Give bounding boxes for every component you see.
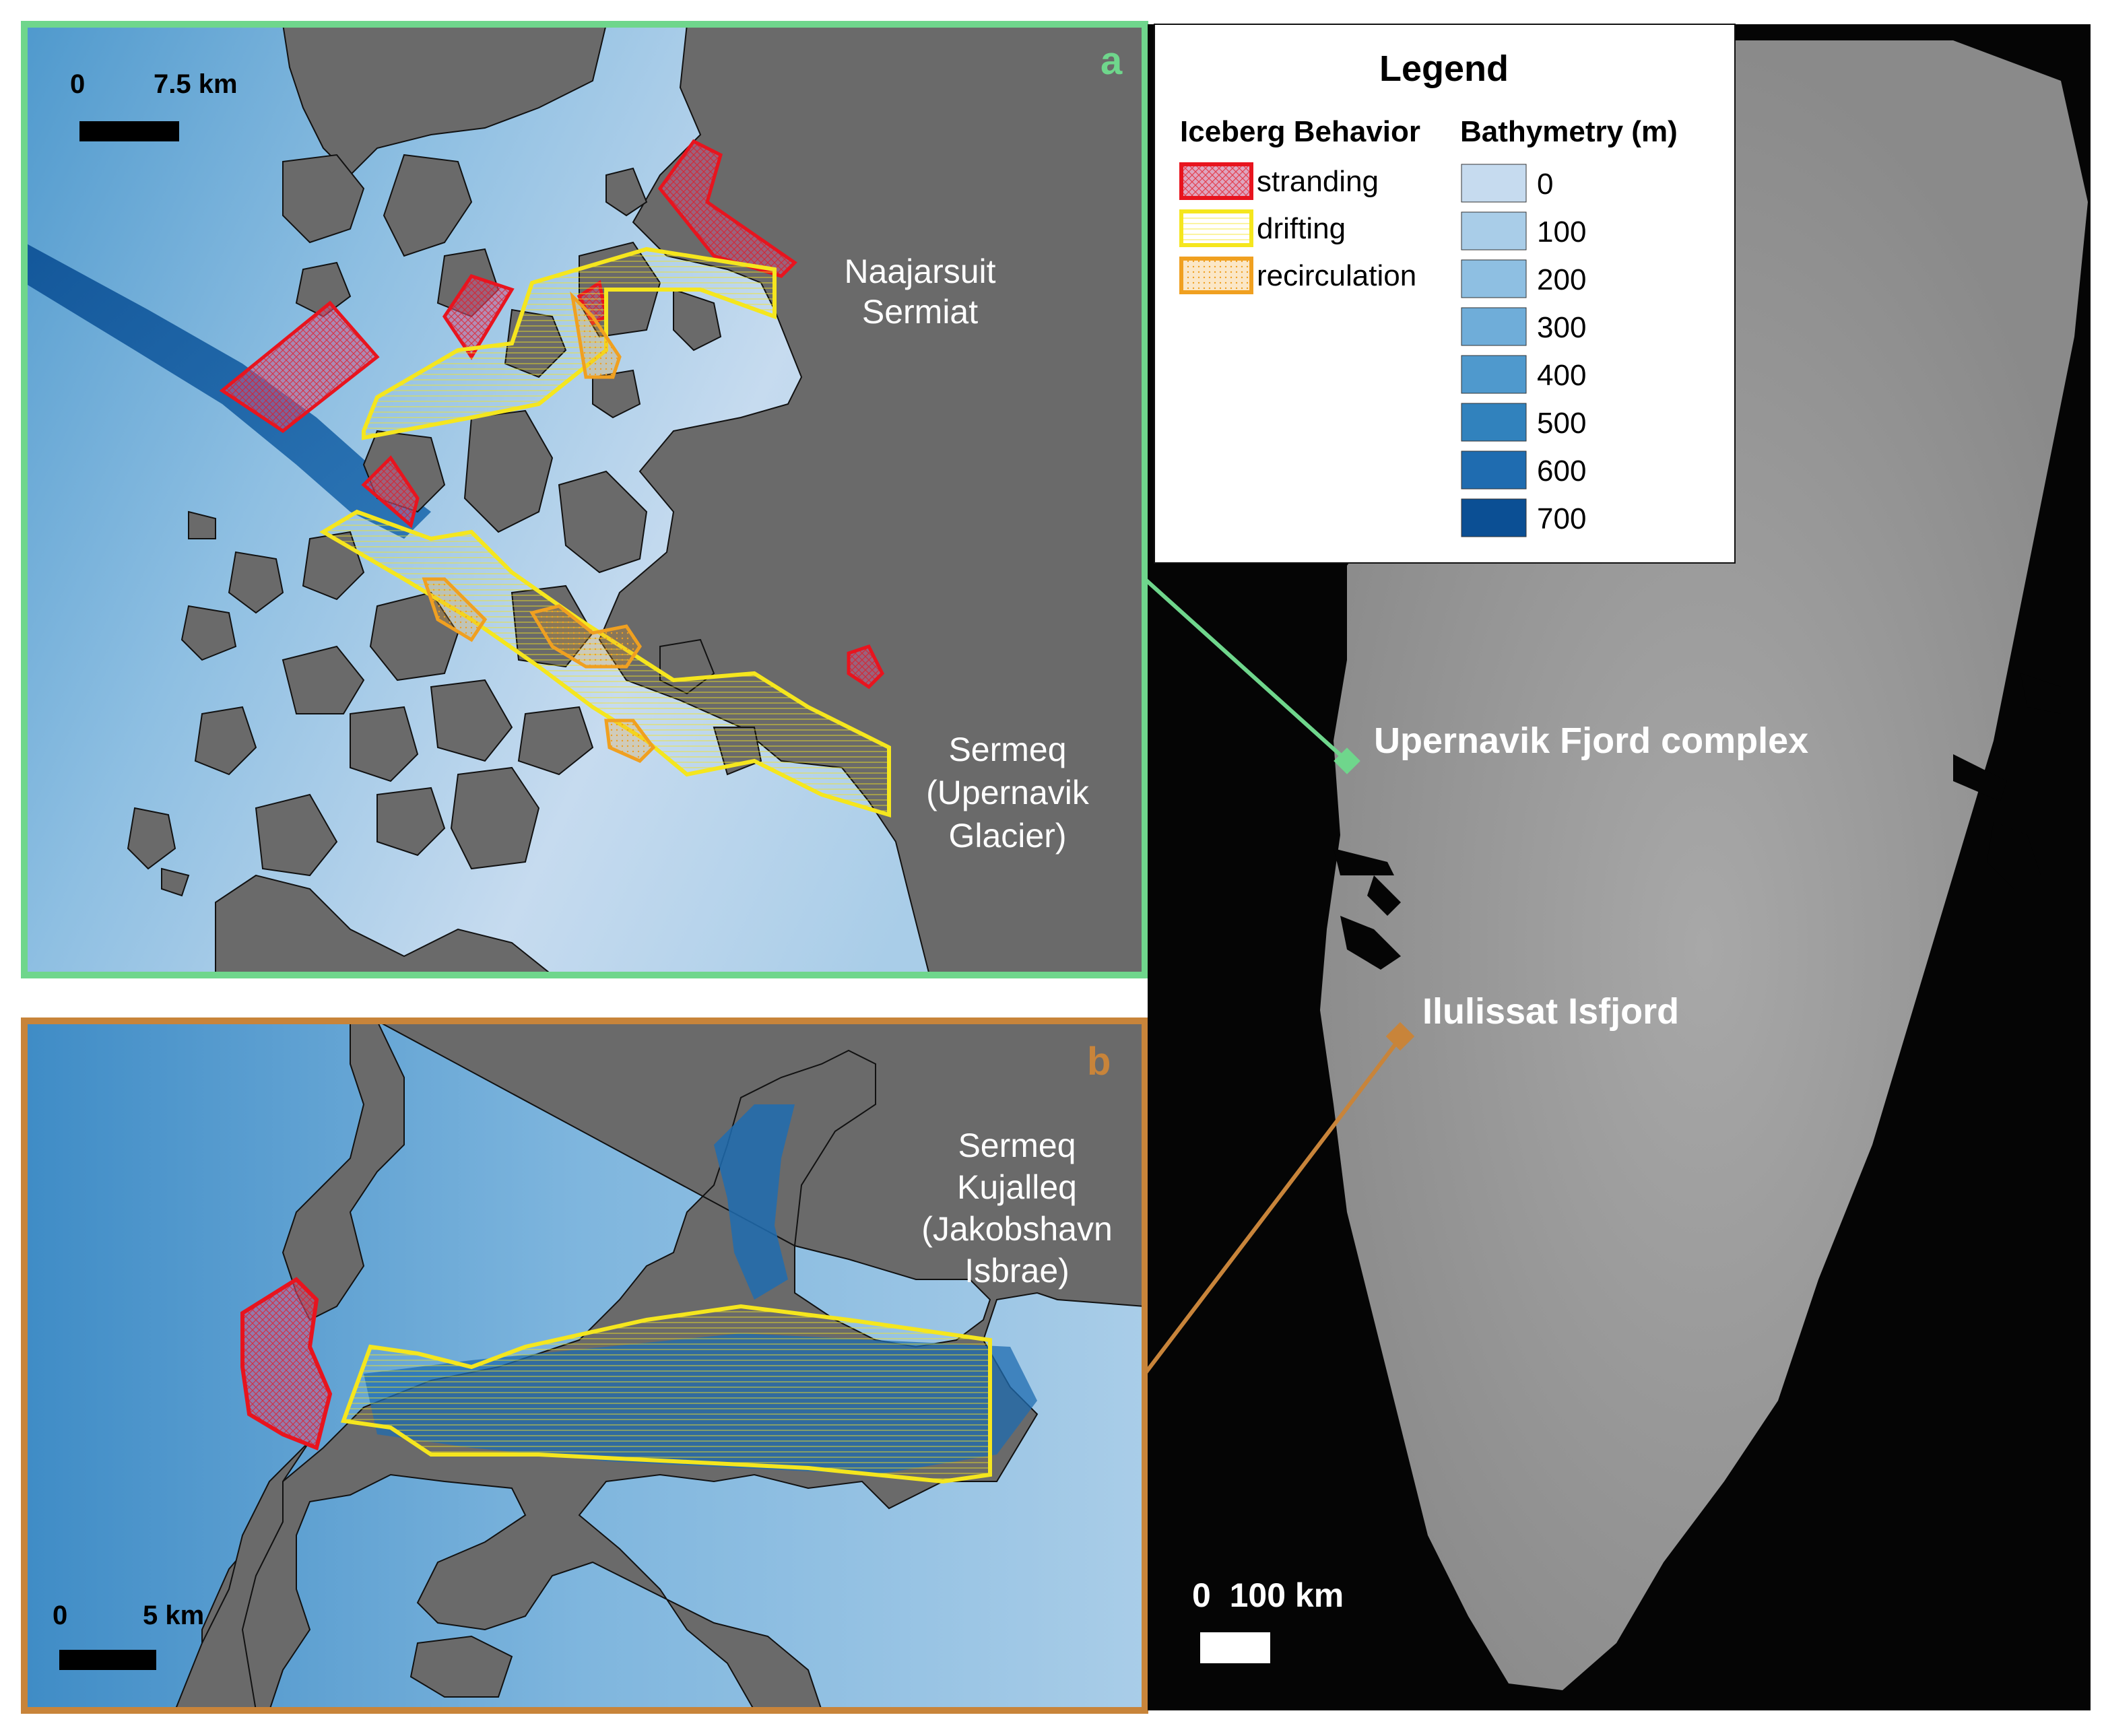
legend-label-stranding: stranding (1257, 165, 1379, 198)
legend-label-recirculation: recirculation (1257, 259, 1416, 292)
legend-bathy-label-0: 0 (1537, 168, 1553, 201)
panel-b (21, 1017, 1148, 1714)
scale-bar-b (59, 1650, 156, 1670)
legend-bathy-header: Bathymetry (m) (1460, 115, 1678, 148)
legend-bathy-swatch-200 (1461, 259, 1527, 298)
legend-swatch-fill-stranding (1183, 166, 1249, 196)
site-marker-upernavik (1334, 747, 1360, 774)
legend-title: Legend (1379, 48, 1509, 89)
legend-swatch-fill-drifting (1183, 213, 1249, 243)
islands (127, 154, 762, 897)
legend-bathy-label-400: 400 (1537, 359, 1586, 392)
legend-bathy-swatch-100 (1461, 211, 1527, 251)
leader-line-b (1143, 1036, 1403, 1375)
glacier-kujalleq-3: (Jakobshavn (921, 1210, 1113, 1248)
legend-bathy-swatch-500 (1461, 403, 1527, 442)
legend-label-drifting: drifting (1257, 212, 1346, 245)
site-ilulissat-label: Ilulissat Isfjord (1422, 991, 1679, 1032)
legend-bathy-swatch-0 (1461, 164, 1527, 203)
leader-line-a (1143, 577, 1349, 763)
legend-bathy-swatch-300 (1461, 307, 1527, 346)
glacier-kujalleq-2: Kujalleq (957, 1168, 1077, 1206)
land-south (215, 874, 554, 976)
legend-bathy-label-600: 600 (1537, 455, 1586, 488)
legend-bathy-label-500: 500 (1537, 407, 1586, 440)
legend-swatch-fill-recirculation (1183, 261, 1249, 290)
glacier-kujalleq-1: Sermeq (958, 1127, 1076, 1164)
legend: stranding drifting recirculation 0 100 200 30… (1154, 24, 1736, 564)
stranding-areas-a (219, 139, 885, 690)
land-north (282, 24, 607, 176)
recirculation-areas-a (422, 291, 656, 763)
panel-b-letter: b (1087, 1040, 1111, 1083)
glacier-naajarsuit-2: Sermiat (862, 293, 978, 331)
scale-b-label: 5 km (143, 1601, 204, 1630)
fjord-channel-b (714, 1104, 795, 1300)
stranding-area-b (240, 1277, 333, 1451)
scale-a-label: 7.5 km (154, 69, 238, 99)
legend-bathy-swatch-700 (1461, 498, 1527, 537)
site-marker-ilulissat (1385, 1022, 1415, 1051)
legend-behavior-header: Iceberg Behavior (1180, 115, 1420, 148)
overview-scale-label: 0 100 km (1192, 1576, 1344, 1614)
glacier-upernavik-3: Glacier) (948, 817, 1066, 855)
glacier-kujalleq-4: Isbrae) (964, 1252, 1070, 1290)
glacier-upernavik-2: (Upernavik (926, 774, 1090, 811)
legend-bathy-swatch-400 (1461, 355, 1527, 394)
coastal-fjords (1334, 673, 2061, 970)
site-upernavik-label: Upernavik Fjord complex (1374, 721, 1808, 761)
glacier-naajarsuit-1: Naajarsuit (844, 253, 995, 290)
panel-a (21, 21, 1148, 978)
drifting-area-b (340, 1304, 992, 1484)
legend-bathy-label-200: 200 (1537, 263, 1586, 296)
land-b-s2 (409, 1635, 513, 1698)
scale-bar-a (79, 121, 179, 141)
glacier-upernavik-1: Sermeq (948, 731, 1066, 768)
legend-bathy-label-700: 700 (1537, 502, 1586, 535)
panel-a-letter: a (1100, 39, 1123, 83)
legend-bathy-swatch-600 (1461, 450, 1527, 490)
legend-bathy-label-100: 100 (1537, 215, 1586, 248)
scale-a-zero: 0 (70, 69, 85, 99)
scale-bar-overview (1200, 1632, 1270, 1663)
scale-b-zero: 0 (53, 1601, 67, 1630)
legend-bathy-label-300: 300 (1537, 311, 1586, 344)
